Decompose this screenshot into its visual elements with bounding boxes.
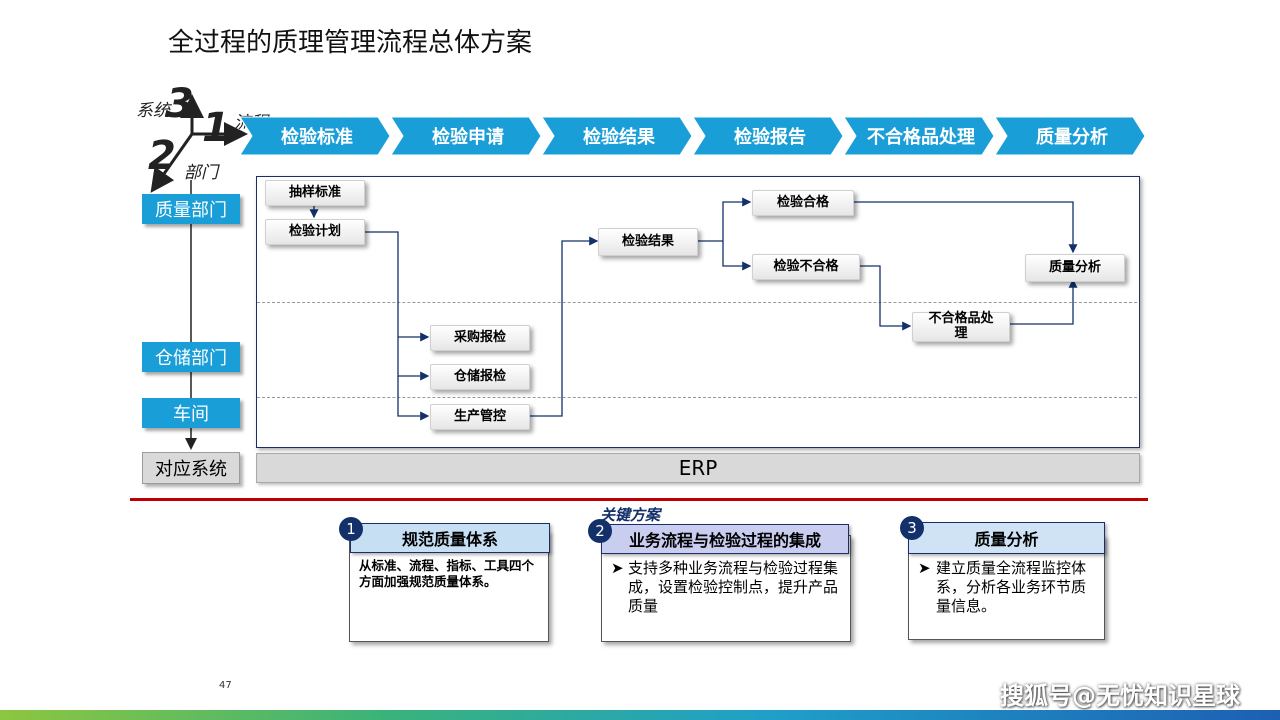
node-inspection-fail: 检验不合格: [752, 254, 860, 280]
solution-card-3-title: 质量分析: [908, 522, 1105, 554]
solution-card-1-title: 规范质量体系: [350, 523, 550, 553]
axis-department-number: 2: [148, 133, 176, 179]
solution-card-3-bullet: ➤: [918, 559, 931, 577]
process-chevron-bar: 检验标准 检验申请 检验结果 检验报告 不合格品处理 质量分析: [240, 116, 1146, 156]
process-step-chevron: [390, 116, 542, 156]
department-workshop: 车间: [142, 398, 240, 428]
solution-card-2-title: 业务流程与检验过程的集成: [601, 524, 849, 554]
lane-divider-2: [257, 397, 1137, 398]
node-purchase-inspection: 采购报检: [430, 325, 530, 351]
node-nonconforming-handling: 不合格品处 理: [912, 311, 1010, 342]
department-warehouse: 仓储部门: [142, 342, 240, 372]
solution-card-3-number: 3: [900, 516, 924, 540]
node-quality-analysis: 质量分析: [1025, 254, 1125, 282]
node-inspection-pass: 检验合格: [752, 190, 854, 216]
key-solution-label: 关键方案: [600, 506, 661, 524]
axis-department-label: 部门: [184, 163, 218, 183]
system-label: 对应系统: [142, 452, 240, 484]
node-warehouse-inspection: 仓储报检: [430, 364, 530, 390]
process-step-chevron: [240, 116, 391, 156]
node-sampling-standard: 抽样标准: [265, 180, 365, 206]
axis-system-label: 系统: [136, 101, 170, 121]
process-step-label: 质量分析: [1036, 126, 1108, 148]
process-step-chevron: [994, 116, 1146, 156]
solution-card-2-text: 支持多种业务流程与检验过程集成，设置检验控制点，提升产品质量: [628, 559, 839, 615]
node-production-control: 生产管控: [430, 404, 530, 430]
page-number: 47: [219, 680, 232, 691]
lane-divider-1: [257, 302, 1137, 303]
solution-card-1-text: 从标准、流程、指标、工具四个方面加强规范质量体系。: [359, 558, 535, 589]
process-step-label: 检验申请: [432, 126, 504, 148]
axis-process-number: 1: [202, 105, 230, 151]
axis-system-number: 3: [166, 81, 194, 127]
department-quality: 质量部门: [142, 194, 240, 224]
process-step-label: 检验结果: [583, 126, 656, 148]
node-nonconforming-line2: 理: [954, 326, 968, 341]
section-divider: [130, 498, 1148, 501]
footer-gradient-bar: [0, 710, 1280, 720]
node-inspection-plan: 检验计划: [265, 219, 365, 245]
solution-card-3-text: 建立质量全流程监控体系，分析各业务环节质量信息。: [936, 559, 1087, 615]
process-step-chevron: [692, 116, 844, 156]
process-step-chevron: [843, 116, 995, 156]
process-step-label: 不合格品处理: [867, 126, 975, 148]
axis-arrows: [150, 94, 248, 193]
process-step-label: 检验标准: [281, 126, 353, 148]
node-nonconforming-line1: 不合格品处: [928, 311, 994, 327]
watermark: 搜狐号@无忧知识星球: [1000, 682, 1240, 710]
solution-card-2-number: 2: [588, 519, 612, 543]
solution-card-2-bullet: ➤: [611, 559, 624, 577]
solution-card-1-number: 1: [339, 517, 363, 541]
node-inspection-result: 检验结果: [598, 228, 698, 256]
erp-system-bar: ERP: [256, 453, 1140, 483]
page-title: 全过程的质理管理流程总体方案: [168, 28, 533, 58]
process-step-chevron: [541, 116, 693, 156]
process-step-label: 检验报告: [734, 126, 806, 148]
